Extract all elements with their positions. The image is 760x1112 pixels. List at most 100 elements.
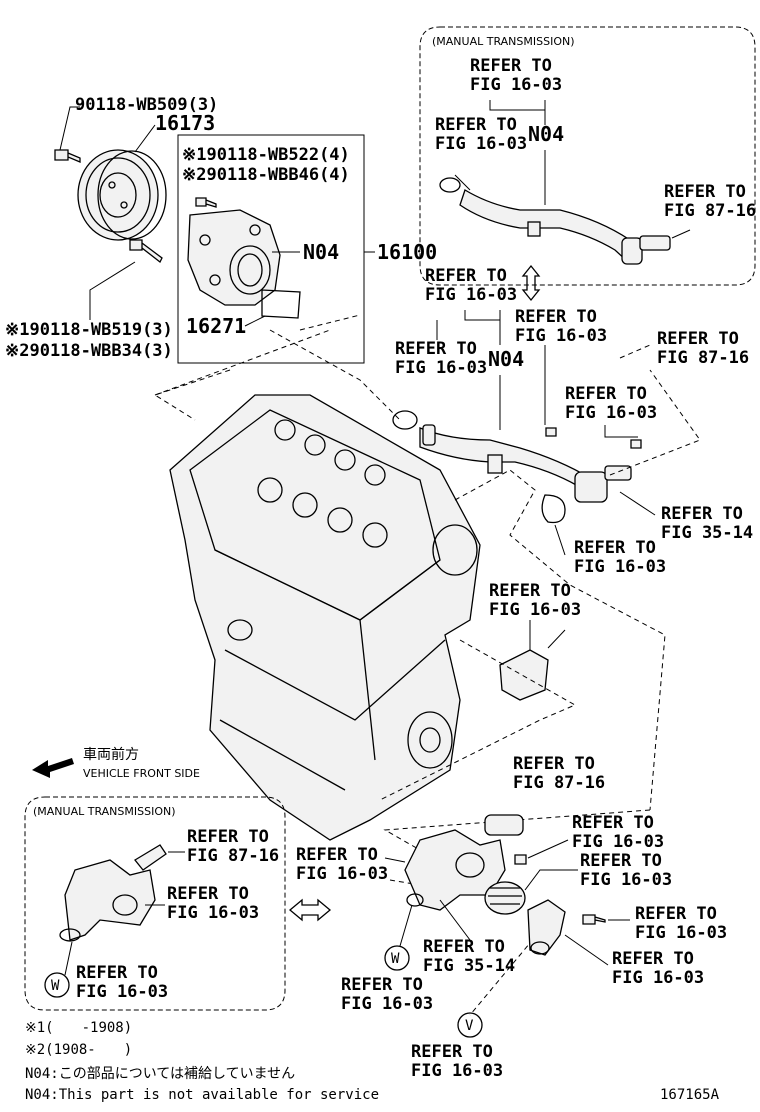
assembly-line bbox=[299, 314, 361, 331]
fig-label: FIG 16-03 bbox=[470, 75, 562, 95]
fig-label: FIG 16-03 bbox=[435, 134, 527, 154]
refer-to-label: REFER TO bbox=[661, 504, 743, 524]
fig-label: FIG 16-03 bbox=[341, 994, 433, 1014]
refer-to-label: REFER TO bbox=[515, 307, 597, 327]
water-pipe-manual-top bbox=[439, 177, 671, 265]
engine-block bbox=[169, 394, 481, 841]
fig-label: FIG 87-16 bbox=[657, 348, 749, 368]
fig-label: FIG 16-03 bbox=[612, 968, 704, 988]
thermostat-cover bbox=[527, 899, 566, 956]
manual-transmission-label-top: (MANUAL TRANSMISSION) bbox=[432, 35, 575, 48]
bolt-part-number: 90118-WB509(3) bbox=[75, 95, 218, 115]
water-pipe bbox=[392, 410, 632, 503]
bolt-icon bbox=[129, 239, 163, 263]
bolt-part-number: ※290118-WBB34(3) bbox=[5, 341, 173, 361]
n04-label: N04 bbox=[528, 122, 564, 146]
bolt-part-number: ※190118-WB519(3) bbox=[5, 320, 173, 340]
fig-label: FIG 87-16 bbox=[664, 201, 756, 221]
vehicle-front-arrow-icon bbox=[32, 758, 74, 778]
bolt-part-number: ※290118-WBB46(4) bbox=[182, 165, 350, 185]
manual-transmission-label-bottom: (MANUAL TRANSMISSION) bbox=[33, 805, 176, 818]
thermostat-housing-manual bbox=[59, 844, 167, 942]
refer-to-label: REFER TO bbox=[657, 329, 739, 349]
fig-label: FIG 16-03 bbox=[411, 1061, 503, 1081]
refer-to-label: REFER TO bbox=[411, 1042, 493, 1062]
thermostat bbox=[484, 881, 526, 915]
refer-to-label: REFER TO bbox=[167, 884, 249, 904]
w-marker-label: W bbox=[391, 951, 400, 967]
n04-note-jp: N04:この部品については補給していません bbox=[25, 1066, 295, 1082]
bolt-icon bbox=[630, 439, 642, 449]
bolt-icon bbox=[582, 914, 606, 925]
footnote-2: ※2(1908- ) bbox=[25, 1042, 132, 1058]
bolt-part-number: ※190118-WB522(4) bbox=[182, 145, 350, 165]
refer-to-label: REFER TO bbox=[296, 845, 378, 865]
fig-label: FIG 35-14 bbox=[661, 523, 753, 543]
water-pump-group-box bbox=[177, 134, 365, 364]
fig-label: FIG 87-16 bbox=[513, 773, 605, 793]
bolt-icon bbox=[514, 854, 527, 865]
bolt-icon bbox=[545, 427, 557, 437]
footnote-1: ※1( -1908) bbox=[25, 1020, 132, 1036]
n04-label: N04 bbox=[488, 347, 524, 371]
manual-transmission-box-bottom bbox=[24, 796, 286, 1011]
thermostat-housing bbox=[404, 814, 524, 911]
alternate-arrow-icon bbox=[288, 898, 332, 922]
n04-label: N04 bbox=[303, 240, 339, 264]
w-marker-label: W bbox=[51, 978, 60, 994]
fig-label: FIG 16-03 bbox=[515, 326, 607, 346]
refer-to-label: REFER TO bbox=[489, 581, 571, 601]
refer-to-label: REFER TO bbox=[341, 975, 423, 995]
fig-label: FIG 16-03 bbox=[76, 982, 168, 1002]
refer-to-label: REFER TO bbox=[76, 963, 158, 983]
manual-transmission-box-top bbox=[419, 26, 756, 286]
refer-to-label: REFER TO bbox=[425, 266, 507, 286]
fig-label: FIG 16-03 bbox=[635, 923, 727, 943]
n04-note-en: N04:This part is not available for servi… bbox=[25, 1087, 379, 1103]
water-pump-part-number: 16100 bbox=[377, 240, 437, 264]
bolt-icon bbox=[54, 149, 81, 163]
vehicle-front-en: VEHICLE FRONT SIDE bbox=[83, 767, 200, 780]
refer-to-label: REFER TO bbox=[565, 384, 647, 404]
fig-label: FIG 16-03 bbox=[296, 864, 388, 884]
refer-to-label: REFER TO bbox=[423, 937, 505, 957]
fig-label: FIG 87-16 bbox=[187, 846, 279, 866]
refer-to-label: REFER TO bbox=[187, 827, 269, 847]
double-arrow-icon bbox=[521, 264, 541, 302]
fig-label: FIG 16-03 bbox=[167, 903, 259, 923]
refer-to-label: REFER TO bbox=[580, 851, 662, 871]
assembly-line bbox=[154, 329, 331, 396]
fig-label: FIG 16-03 bbox=[395, 358, 487, 378]
pulley-part-number: 16173 bbox=[155, 111, 215, 135]
diagram-id: 167165A bbox=[660, 1087, 720, 1103]
fig-label: FIG 35-14 bbox=[423, 956, 515, 976]
v-marker-label: V bbox=[465, 1018, 474, 1034]
assembly-line bbox=[379, 639, 577, 801]
refer-to-label: REFER TO bbox=[470, 56, 552, 76]
water-pump-pulley bbox=[77, 149, 167, 241]
fig-label: FIG 16-03 bbox=[572, 832, 664, 852]
fig-label: FIG 16-03 bbox=[574, 557, 666, 577]
assembly-line bbox=[383, 809, 651, 851]
v-marker-icon bbox=[457, 1012, 483, 1038]
w-marker-icon bbox=[44, 972, 70, 998]
assembly-line bbox=[454, 469, 666, 811]
refer-to-label: REFER TO bbox=[513, 754, 595, 774]
vehicle-front-jp: 車両前方 bbox=[83, 746, 139, 763]
cover-plate bbox=[499, 649, 549, 701]
bolt-icon bbox=[195, 197, 217, 208]
refer-to-label: REFER TO bbox=[574, 538, 656, 558]
refer-to-label: REFER TO bbox=[572, 813, 654, 833]
water-pump bbox=[187, 209, 301, 319]
fig-label: FIG 16-03 bbox=[425, 285, 517, 305]
refer-to-label: REFER TO bbox=[664, 182, 746, 202]
w-marker-icon bbox=[384, 945, 410, 971]
fig-label: FIG 16-03 bbox=[489, 600, 581, 620]
gasket-part-number: 16271 bbox=[186, 314, 246, 338]
refer-to-label: REFER TO bbox=[612, 949, 694, 969]
assembly-line bbox=[269, 329, 401, 421]
fig-label: FIG 16-03 bbox=[565, 403, 657, 423]
refer-to-label: REFER TO bbox=[395, 339, 477, 359]
refer-to-label: REFER TO bbox=[635, 904, 717, 924]
